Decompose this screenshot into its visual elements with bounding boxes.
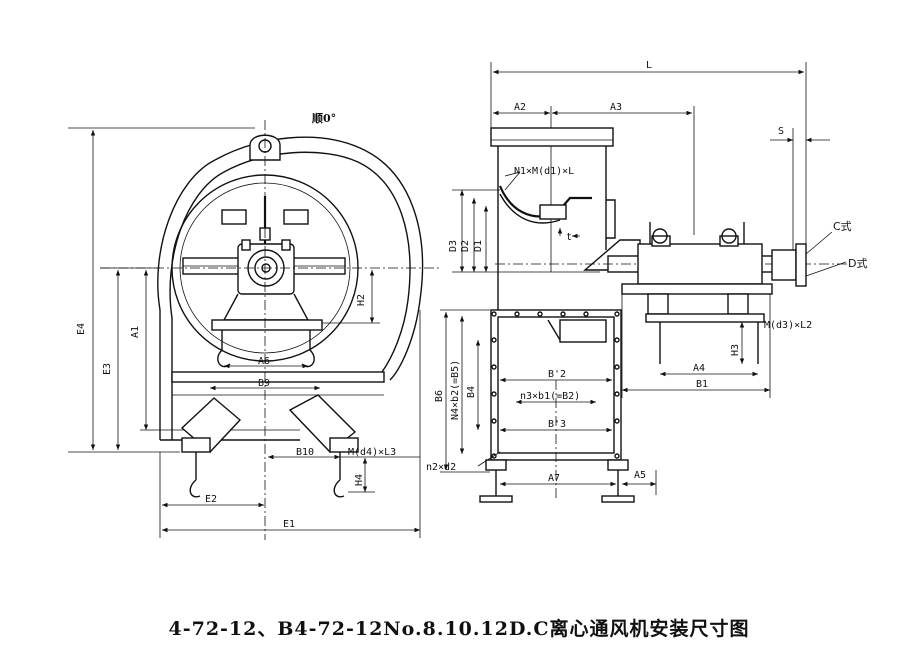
installation-dimension-drawing: 顺0° E4 E3 A1 H2 A6 B9 B10 M(d4)×L3 H4 E2… — [68, 60, 867, 540]
dim-n2: n2×d2 — [426, 462, 456, 473]
dim-L: L — [646, 60, 652, 71]
volute-casing — [157, 136, 424, 440]
dim-n3: n3×b1(=B2) — [520, 391, 580, 402]
dim-N4: N4×b2(=B5) — [450, 360, 461, 420]
dim-H2: H2 — [356, 294, 367, 306]
dim-A6: A6 — [258, 356, 270, 367]
dim-A5: A5 — [634, 470, 646, 481]
label-c-type: C式 — [833, 220, 852, 233]
dim-B1: B1 — [696, 379, 708, 390]
dim-D2: D2 — [460, 240, 471, 252]
coupling — [771, 249, 797, 281]
label-d-type: D式 — [848, 257, 867, 270]
drawing-caption: 4-72-12、B4-72-12No.8.10.12D.C离心通风机安装尺寸图 — [168, 618, 750, 640]
dim-base-bolt: M(d3)×L2 — [764, 320, 812, 331]
dim-H3: H3 — [730, 344, 741, 356]
dim-E2: E2 — [205, 494, 217, 505]
dim-H4: H4 — [354, 474, 365, 486]
dim-E1: E1 — [283, 519, 295, 530]
dim-A1: A1 — [130, 326, 141, 338]
inlet-flange — [490, 127, 614, 147]
dim-A2: A2 — [514, 102, 526, 113]
dim-A4: A4 — [693, 363, 705, 374]
frame-bolt-holes — [491, 311, 620, 459]
dim-B10: B10 — [296, 447, 314, 458]
dim-S: S — [778, 126, 784, 137]
dim-B4: B4 — [466, 386, 477, 398]
front-view: 顺0° E4 E3 A1 H2 A6 B9 B10 M(d4)×L3 H4 E2… — [68, 111, 440, 540]
dim-D3: D3 — [448, 240, 459, 252]
dim-t: t — [566, 232, 572, 243]
dim-B6: B6 — [434, 390, 445, 402]
dim-E4: E4 — [76, 323, 87, 335]
nameplate-left — [221, 209, 247, 225]
bearing-box — [637, 243, 763, 285]
dim-E3: E3 — [102, 363, 113, 375]
dim-D1: D1 — [473, 240, 484, 252]
dim-inlet-bolts: N1×M(d1)×L — [514, 166, 574, 177]
dim-bolt-d4: M(d4)×L3 — [348, 447, 396, 458]
side-view: L A2 A3 S N1×M(d1)×L D3 D2 D1 t C式 D式 M(… — [426, 60, 867, 503]
dim-A3: A3 — [610, 102, 622, 113]
dim-B9: B9 — [258, 378, 270, 389]
dim-A7: A7 — [548, 473, 560, 484]
rotation-label: 顺0° — [312, 111, 336, 125]
dim-B3: B'3 — [548, 419, 566, 430]
nameplate-right — [283, 209, 309, 225]
dim-B2: B'2 — [548, 369, 566, 380]
